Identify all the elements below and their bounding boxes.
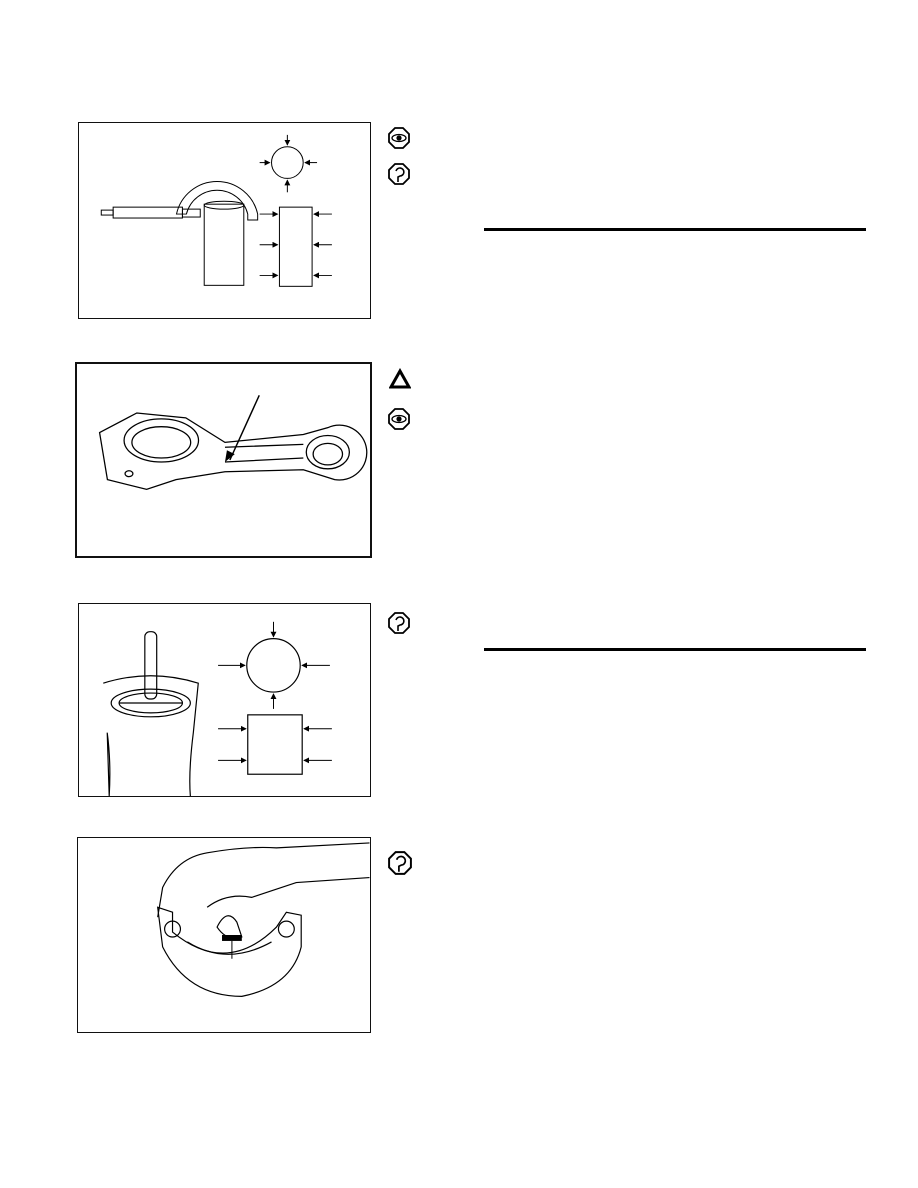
- bore-gauge-illustration: [103, 621, 332, 796]
- figure-plastigage-bearing: [77, 837, 371, 1033]
- warning-triangle-icon: [389, 368, 411, 389]
- connecting-rod-illustration: [98, 395, 368, 491]
- measure-gauge-icon: [388, 163, 410, 185]
- inspect-eye-icon: [388, 408, 410, 430]
- bearing-cap-hand-illustration: [156, 842, 370, 997]
- inspect-eye-icon: [388, 127, 410, 149]
- measure-gauge-icon: [388, 848, 412, 878]
- section-divider: [484, 648, 866, 651]
- micrometer-illustration: [100, 134, 332, 287]
- section-divider: [484, 228, 866, 231]
- figure-connecting-rod-crack: [75, 362, 372, 558]
- figure-bore-gauge: [78, 603, 371, 797]
- measure-gauge-icon: [388, 612, 410, 634]
- figure-piston-pin-micrometer: [78, 122, 371, 319]
